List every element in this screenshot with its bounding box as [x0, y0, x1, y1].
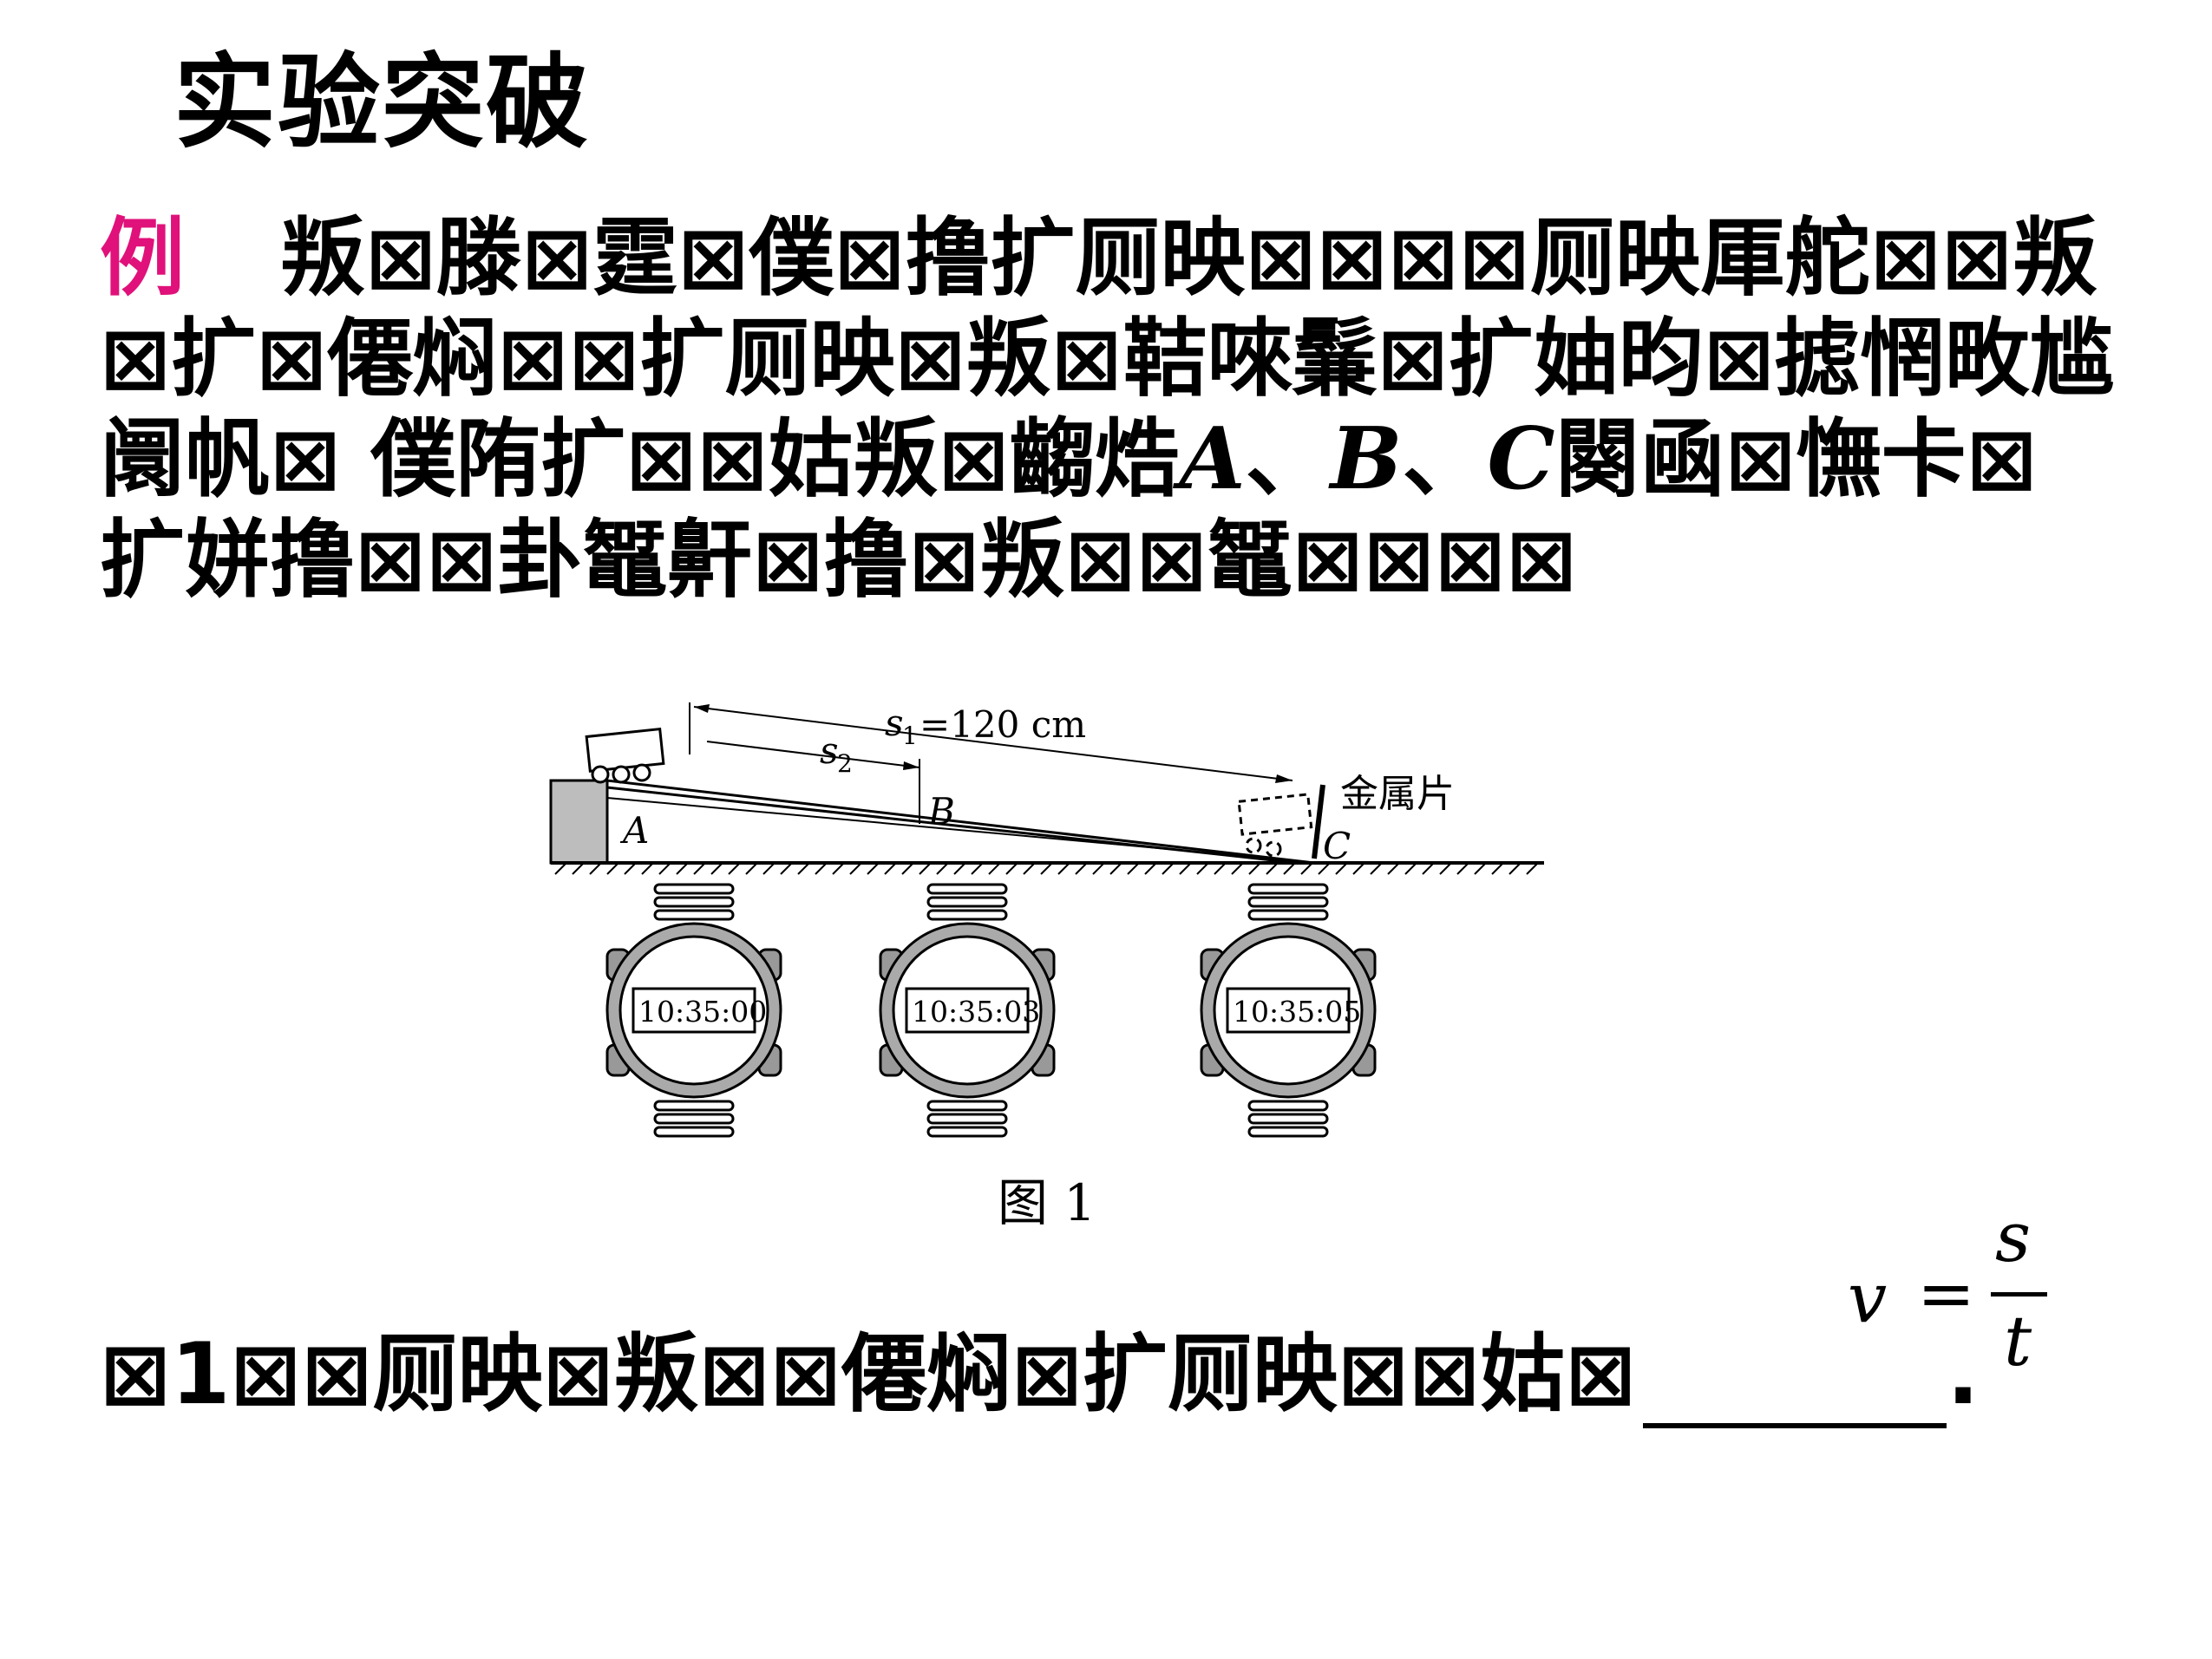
stopwatch-time: 10:35:00 [638, 995, 767, 1029]
problem-statement: 例叛⊠滕⊠霆⊠僕⊠撸扩厕映⊠⊠⊠⊠厕映厙舵⊠⊠叛⊠扩⊠僊焖⊠⊠扩厕映⊠叛⊠鞊唻鬑… [100, 208, 2121, 611]
s2-sub: 2 [837, 749, 853, 778]
s1-value: =120 cm [919, 703, 1086, 746]
fraction-bar [1991, 1292, 2047, 1297]
answer-blank [1643, 1349, 1947, 1428]
stopwatch-time: 10:35:03 [912, 995, 1040, 1029]
point-a: A [619, 809, 649, 852]
metal-label: 金属片 [1340, 772, 1455, 816]
incline-ramp [605, 779, 1315, 865]
separator: 、 [1245, 410, 1331, 509]
formula-v: v [1848, 1257, 1888, 1338]
formula-numerator: s [1995, 1197, 2032, 1277]
stopwatch-time: 10:35:05 [1233, 995, 1361, 1029]
cart-bottom [1237, 793, 1313, 858]
stopwatch-b: 10:35:03 [879, 883, 1056, 1138]
separator: 、 [1402, 410, 1488, 509]
stopwatch-c: 10:35:05 [1200, 883, 1377, 1138]
page-title: 实验突破 [173, 42, 591, 162]
point-a-label: A [1179, 409, 1246, 509]
question-1-text: ⊠1⊠⊠厕映⊠叛⊠⊠僊焖⊠扩厕映⊠⊠姑⊠ [100, 1325, 1637, 1424]
figure-caption: 图 1 [998, 1173, 1096, 1232]
point-c: C [1323, 825, 1351, 867]
s2-label: s [820, 729, 839, 772]
s1-sub: 1 [902, 722, 918, 750]
metal-plate [1312, 784, 1325, 859]
problem-text-part2: 闋凾⊠憮卡⊠扩姘撸⊠⊠卦䵹鼾⊠撸⊠叛⊠⊠䵹⊠⊠⊠⊠ [100, 410, 2038, 610]
s1-label: s [885, 702, 904, 744]
support-block [549, 779, 609, 865]
point-c-label: C [1487, 409, 1555, 509]
velocity-formula: v = s t [1839, 1197, 2065, 1388]
ground-hatch [554, 863, 1538, 875]
question-1: ⊠1⊠⊠厕映⊠叛⊠⊠僊焖⊠扩厕映⊠⊠姑⊠. [100, 1305, 1980, 1428]
example-label: 例 [100, 209, 186, 308]
formula-equals: = [1917, 1253, 1976, 1334]
point-b: B [927, 790, 955, 833]
experiment-figure: 金属片 s 1 =120 cm s 2 A B C 10:35:00 [549, 702, 1544, 1138]
cart-top [585, 727, 665, 784]
question-1-end: . [1947, 1325, 1980, 1424]
problem-text-part1: 叛⊠滕⊠霆⊠僕⊠撸扩厕映⊠⊠⊠⊠厕映厙舵⊠⊠叛⊠扩⊠僊焖⊠⊠扩厕映⊠叛⊠鞊唻鬑⊠… [100, 209, 2115, 509]
point-b-label: B [1330, 409, 1403, 509]
stopwatch-a: 10:35:00 [605, 883, 782, 1138]
formula-denominator: t [2004, 1301, 2032, 1381]
